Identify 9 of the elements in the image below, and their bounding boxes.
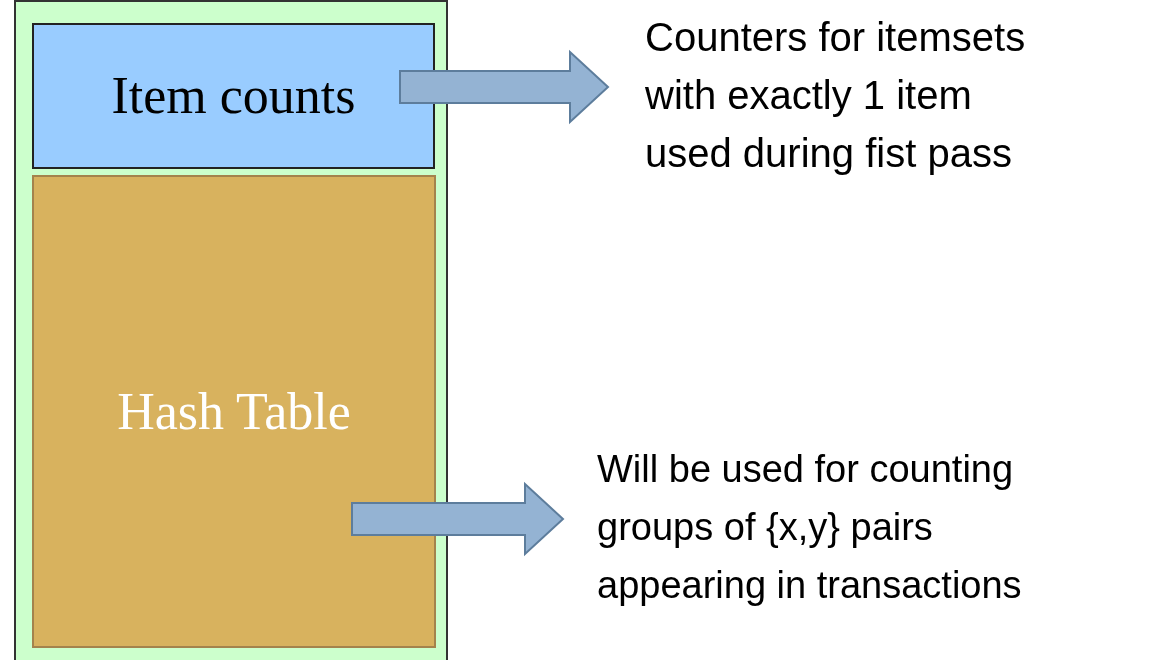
memory-region	[32, 23, 435, 169]
memory-region	[32, 175, 436, 648]
region-label: Hash Table	[117, 381, 351, 442]
memory-box	[14, 0, 448, 660]
region-label: Item counts	[111, 66, 356, 126]
region-label: Will be used for counting groups of {x,y} pairs appearing in transactions	[597, 448, 1022, 606]
region-label: Counters for itemsets with exactly 1 item used during fist pass	[645, 15, 1026, 175]
block-arrow	[399, 49, 610, 125]
block-arrow	[351, 481, 565, 557]
